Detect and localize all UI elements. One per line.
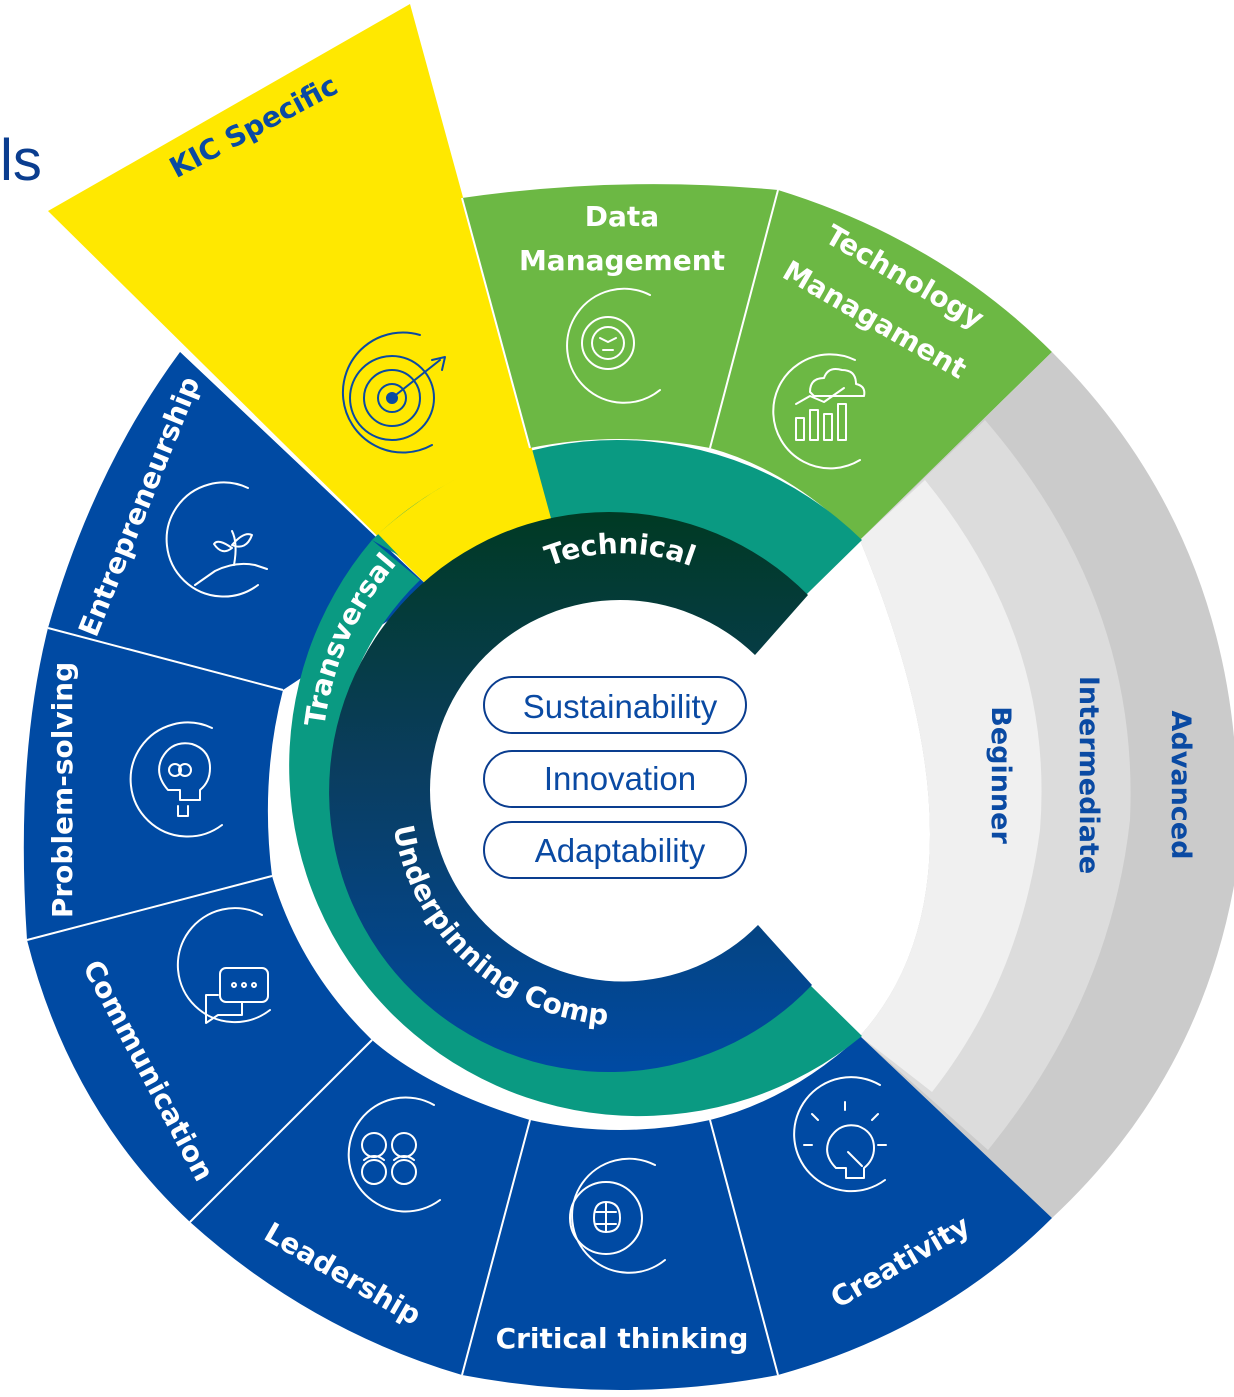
- pill-sustainability: [483, 676, 747, 734]
- title-fragment: ls: [0, 128, 42, 193]
- center-pills: Sustainability Innovation Adaptability: [483, 676, 747, 879]
- hand-plant-icon: [165, 481, 268, 598]
- segment-dividers: [26, 189, 779, 1376]
- segment-technology-management[interactable]: [710, 190, 1052, 540]
- chat-bubbles-icon: [176, 907, 271, 1024]
- level-label-advanced: Advanced: [1165, 711, 1196, 860]
- kic-inner-wedge: [378, 449, 552, 591]
- segment-beginner-band: [860, 480, 1042, 1092]
- brain-cycle-icon: [569, 1157, 666, 1274]
- label-data-management-1: Data: [585, 200, 659, 233]
- pill-text-sustainability: Sustainability: [523, 688, 718, 725]
- target-icon: [341, 331, 446, 454]
- lightbulb-pen-icon: [129, 721, 223, 838]
- team-people-icon: [347, 1096, 441, 1213]
- cloud-chart-icon: [772, 353, 866, 470]
- idea-bulb-icon: [793, 1076, 887, 1193]
- transversal-ring-left: [289, 540, 862, 1117]
- segment-data-management[interactable]: [462, 184, 778, 448]
- level-label-beginner: Beginner: [985, 706, 1016, 844]
- level-label-intermediate: Intermediate: [1073, 676, 1104, 874]
- brain-gear-icon: [566, 287, 661, 404]
- outer-ring: [23, 4, 1234, 1390]
- segment-communication[interactable]: [27, 876, 372, 1222]
- pill-text-innovation: Innovation: [544, 760, 696, 797]
- label-critical-thinking: Critical thinking: [496, 1322, 749, 1355]
- segment-kic-specific[interactable]: [48, 4, 532, 591]
- label-data-management-2: Management: [519, 244, 725, 277]
- pill-text-adaptability: Adaptability: [535, 832, 706, 869]
- segment-leadership[interactable]: [190, 1040, 530, 1375]
- segment-problem-solving[interactable]: [23, 628, 284, 940]
- pill-innovation: [483, 750, 747, 808]
- inner-ring: [329, 512, 812, 1073]
- segment-critical-thinking[interactable]: [462, 1120, 778, 1390]
- pill-adaptability: [483, 821, 747, 879]
- label-problem-solving: Problem-solving: [46, 662, 79, 918]
